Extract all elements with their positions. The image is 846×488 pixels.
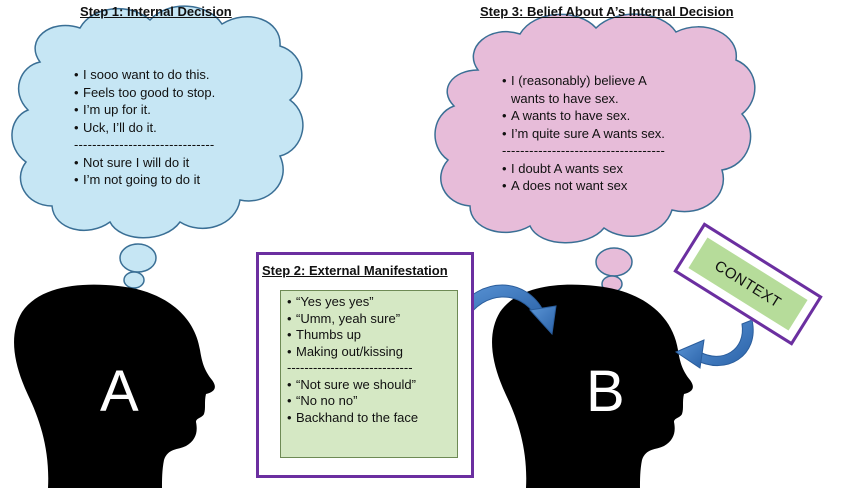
step1-yes-item: I’m up for it. bbox=[74, 101, 215, 119]
step2-yes-item: “Umm, yeah sure” bbox=[287, 311, 451, 328]
step3-no-item: I doubt A wants sex bbox=[502, 160, 665, 178]
arrow-context-to-b bbox=[674, 319, 754, 369]
step1-yes-item: Feels too good to stop. bbox=[74, 84, 215, 102]
step1-no-item: Not sure I will do it bbox=[74, 154, 215, 172]
step3-divider: ------------------------------------ bbox=[502, 143, 666, 158]
step2-no-item: Backhand to the face bbox=[287, 410, 451, 427]
step3-yes-item: I (reasonably) believe A bbox=[502, 72, 665, 90]
step3-title: Step 3: Belief About A’s Internal Decisi… bbox=[480, 4, 734, 19]
step2-yes-item: Making out/kissing bbox=[287, 344, 451, 361]
step3-yes-item: A wants to have sex. bbox=[502, 107, 665, 125]
step2-list: “Yes yes yes” “Umm, yeah sure” Thumbs up… bbox=[280, 290, 458, 458]
step1-divider: ------------------------------- bbox=[74, 137, 215, 152]
step2-yes-item: Thumbs up bbox=[287, 327, 451, 344]
head-a-label: A bbox=[100, 359, 139, 424]
step3-yes-item: I’m quite sure A wants sex. bbox=[502, 125, 665, 143]
step1-no-item: I’m not going to do it bbox=[74, 171, 215, 189]
step2-no-item: “Not sure we should” bbox=[287, 377, 451, 394]
step1-title: Step 1: Internal Decision bbox=[80, 4, 232, 19]
step3-yes-item-continuation: wants to have sex. bbox=[511, 90, 619, 106]
step1-list: I sooo want to do this. Feels too good t… bbox=[74, 66, 215, 189]
arrow-step2-to-b bbox=[455, 284, 557, 336]
step2-no-item: “No no no” bbox=[287, 393, 451, 410]
head-silhouette-b bbox=[492, 284, 693, 488]
step3-list: I (reasonably) believe A wants to have s… bbox=[502, 72, 665, 195]
head-b-label: B bbox=[586, 359, 625, 424]
step2-yes-item: “Yes yes yes” bbox=[287, 294, 451, 311]
step2-divider: ----------------------------- bbox=[287, 360, 413, 375]
step3-no-item: A does not want sex bbox=[502, 177, 665, 195]
head-silhouette-a bbox=[14, 284, 215, 488]
step1-yes-item: I sooo want to do this. bbox=[74, 66, 215, 84]
step2-title: Step 2: External Manifestation bbox=[262, 263, 448, 278]
step1-yes-item: Uck, I’ll do it. bbox=[74, 119, 215, 137]
